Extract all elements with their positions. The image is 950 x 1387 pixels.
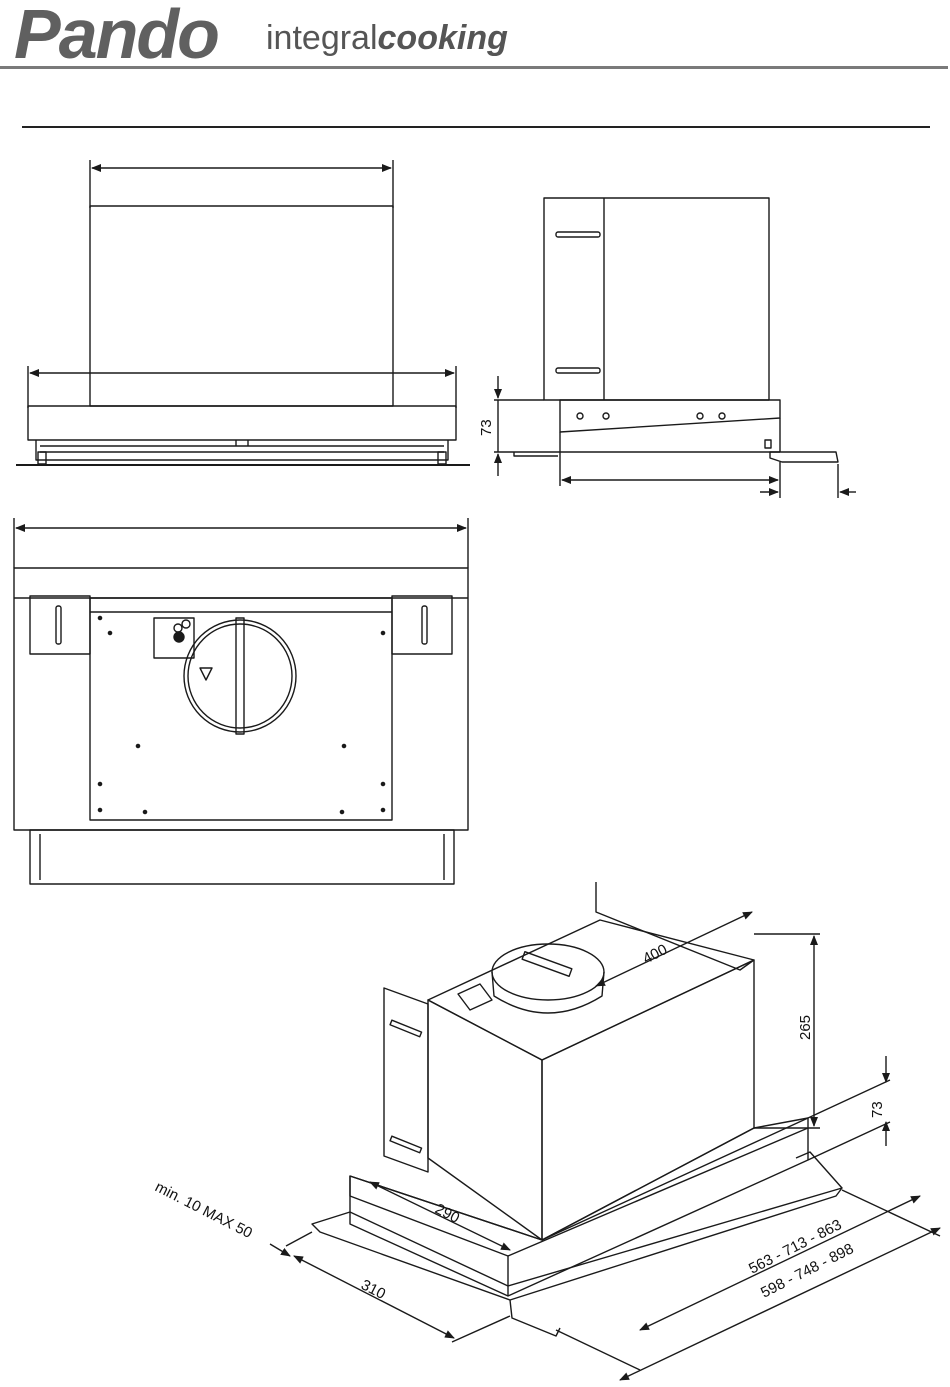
front-body [28,406,456,440]
iso-box-right [542,960,754,1240]
plan-slot-right [422,606,427,644]
plan-arrow-symbol [200,668,212,680]
iso-slot-bottom [390,1136,422,1153]
side-slot-top [556,232,600,237]
plan-hole-5 [342,744,345,747]
iso-dim-73-label: 73 [869,1101,886,1118]
plan-view [14,518,468,884]
plan-hole-9 [143,810,146,813]
plan-hole-10 [340,810,343,813]
iso-visor-rear [796,1152,842,1188]
iso-slot-top [390,1020,422,1037]
plan-hole-3 [381,631,384,634]
iso-dim-310-ext-b [452,1316,510,1342]
plan-hole-6 [98,782,101,785]
front-foot-right [438,452,446,464]
iso-side-bracket [384,988,428,1172]
front-chimney [90,206,393,406]
plan-slot-left [56,606,61,644]
side-body [560,400,780,432]
side-hole-4 [719,413,725,419]
side-hole-1 [577,413,583,419]
plan-screw-b [182,620,190,628]
iso-dim-ext-label: min. 10 MAX 50 [152,1178,255,1242]
front-foot-left [38,452,46,464]
plan-bracket-left [30,596,90,654]
iso-outlet-top [492,944,604,1000]
iso-dim-310-ext-a [286,1232,312,1246]
side-chimney [544,198,769,400]
plan-visor [30,830,454,884]
side-hole-2 [603,413,609,419]
iso-damper [522,952,572,977]
plan-hole-4 [136,744,139,747]
iso-body [350,1118,808,1296]
plan-hole-11 [381,808,384,811]
iso-label-plate [458,984,492,1010]
iso-view: 400 265 73 290 310 min. 10 MAX 50 563 - … [152,882,940,1380]
iso-dim-563-ext-r [842,1190,940,1236]
front-lower [36,440,448,460]
side-dim-height-label: 73 [478,419,495,436]
front-view [16,160,470,465]
plan-motor-box [90,598,392,820]
side-hole-3 [697,413,703,419]
plan-screw-c [174,632,184,642]
iso-rear-bracket [596,882,754,970]
plan-hole-7 [381,782,384,785]
plan-hole-1 [98,616,101,619]
plan-outer [14,568,468,830]
iso-dim-73-ext-bottom [808,1122,890,1160]
side-visor [770,452,838,462]
side-latch [765,440,771,448]
side-view: 73 [478,198,856,498]
plan-hole-8 [98,808,101,811]
iso-visor-front [510,1300,560,1336]
plan-screw-a [174,624,182,632]
plan-outlet-ring [184,620,296,732]
side-slot-bottom [556,368,600,373]
plan-hole-2 [108,631,111,634]
iso-dim-310-label: 310 [358,1276,388,1303]
plan-damper [236,618,244,734]
iso-dim-400-line [596,912,752,986]
iso-dim-265-label: 265 [797,1015,814,1040]
iso-dim-563-ext-l [556,1330,640,1370]
